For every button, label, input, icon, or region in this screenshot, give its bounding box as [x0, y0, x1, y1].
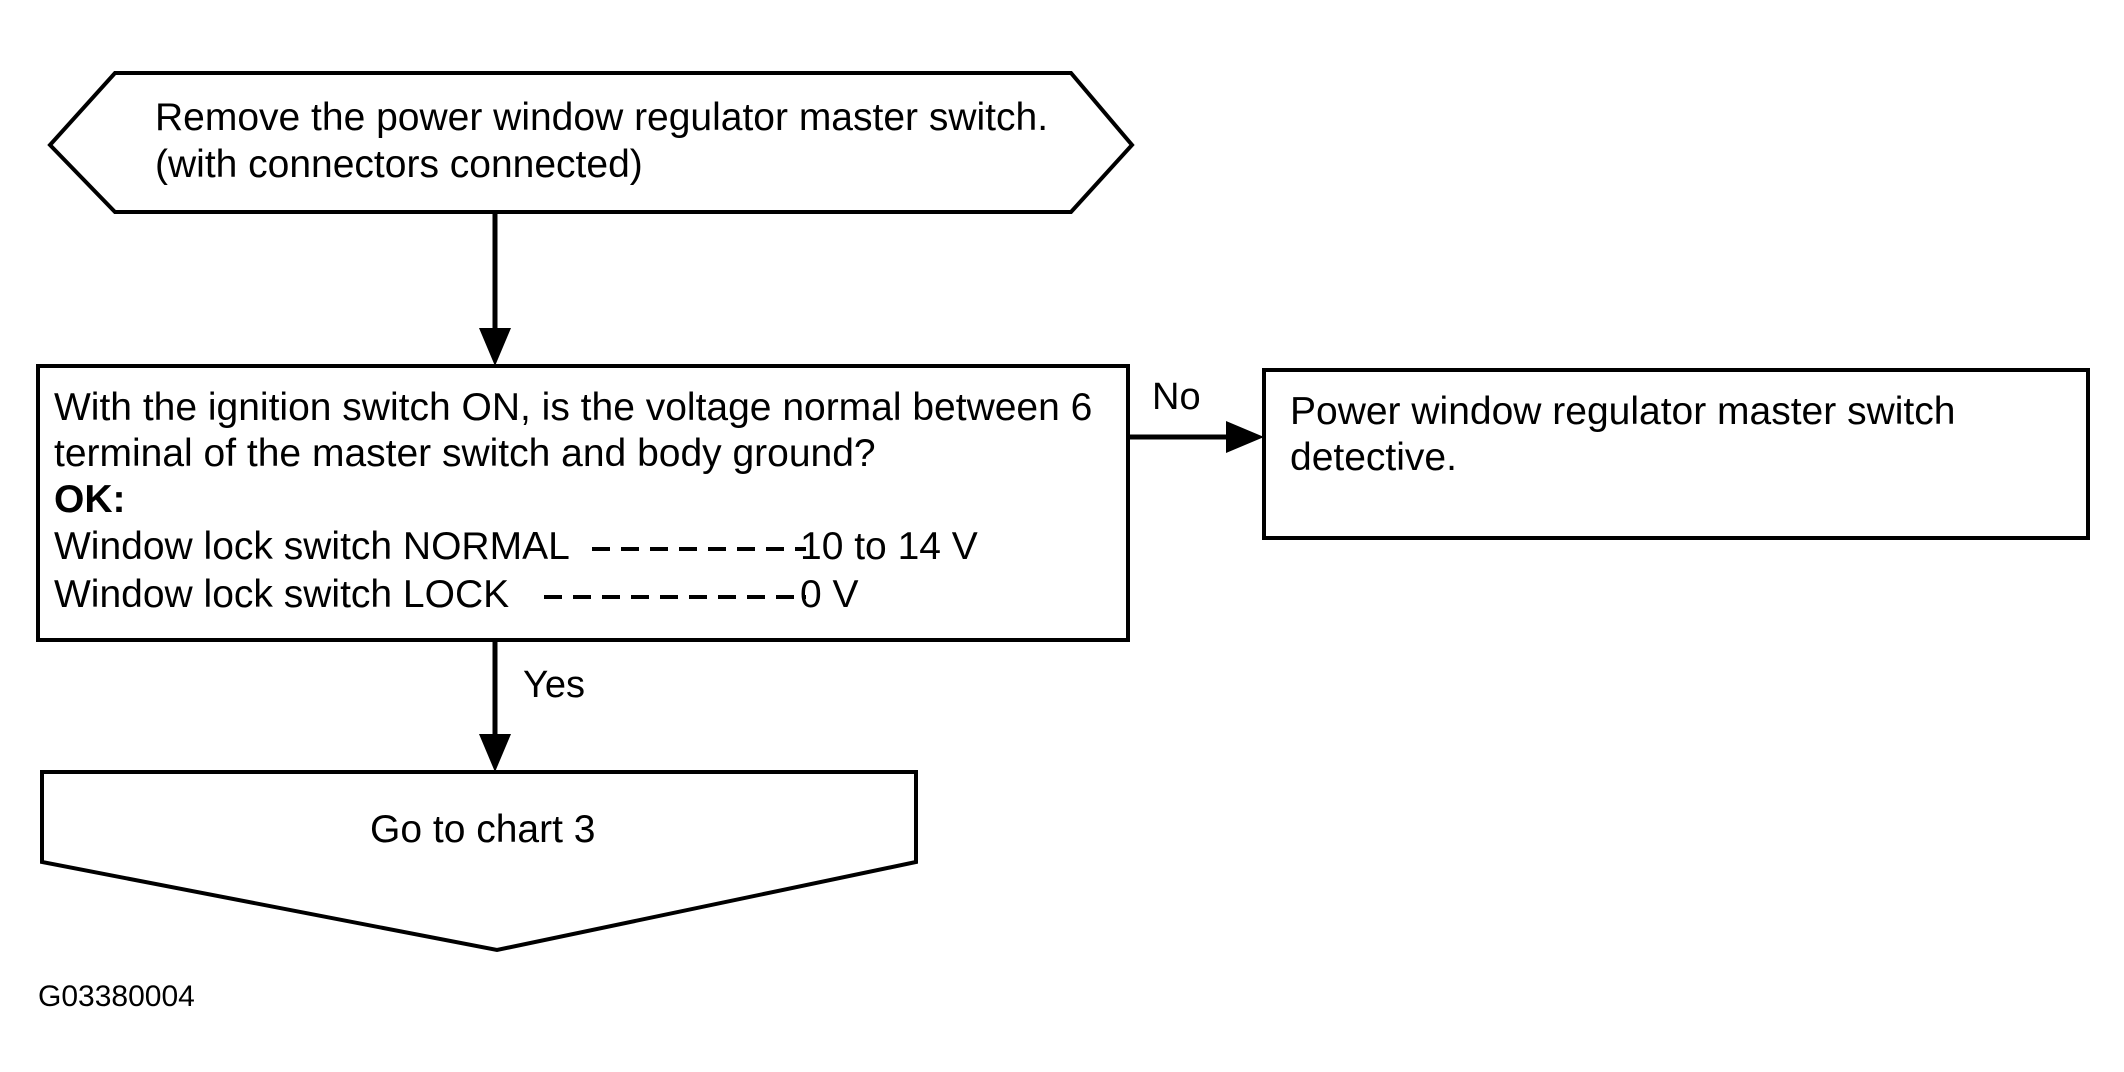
decision-node-ok-label: OK:	[54, 478, 126, 521]
decision-node-line2: terminal of the master switch and body g…	[54, 432, 876, 475]
result-no-node-rect	[1262, 368, 2090, 540]
decision-node-spec1-label: Window lock switch NORMAL	[54, 525, 570, 568]
result-yes-node-text: Go to chart 3	[370, 808, 596, 851]
arrowhead-start-to-decision	[479, 328, 511, 366]
result-no-node-line2: detective.	[1290, 436, 1457, 479]
edge-label-yes: Yes	[523, 664, 585, 706]
arrowhead-decision-to-no	[1226, 421, 1264, 453]
figure-id-label: G03380004	[38, 980, 195, 1013]
start-node-line2: (with connectors connected)	[155, 143, 643, 186]
result-no-node-line1: Power window regulator master switch	[1290, 390, 1956, 433]
decision-node-spec2-label: Window lock switch LOCK	[54, 573, 510, 616]
edge-label-no: No	[1152, 376, 1201, 418]
start-node-hexagon	[47, 71, 1135, 214]
arrowhead-decision-to-yes	[479, 734, 511, 772]
decision-node-line1: With the ignition switch ON, is the volt…	[54, 386, 1093, 429]
decision-node-rect	[36, 364, 1130, 642]
start-node-line1: Remove the power window regulator master…	[155, 96, 1049, 139]
decision-node-spec2-value: 0 V	[800, 573, 859, 616]
result-yes-node-pentagon	[40, 770, 918, 953]
decision-node-spec1-value: 10 to 14 V	[800, 525, 978, 568]
